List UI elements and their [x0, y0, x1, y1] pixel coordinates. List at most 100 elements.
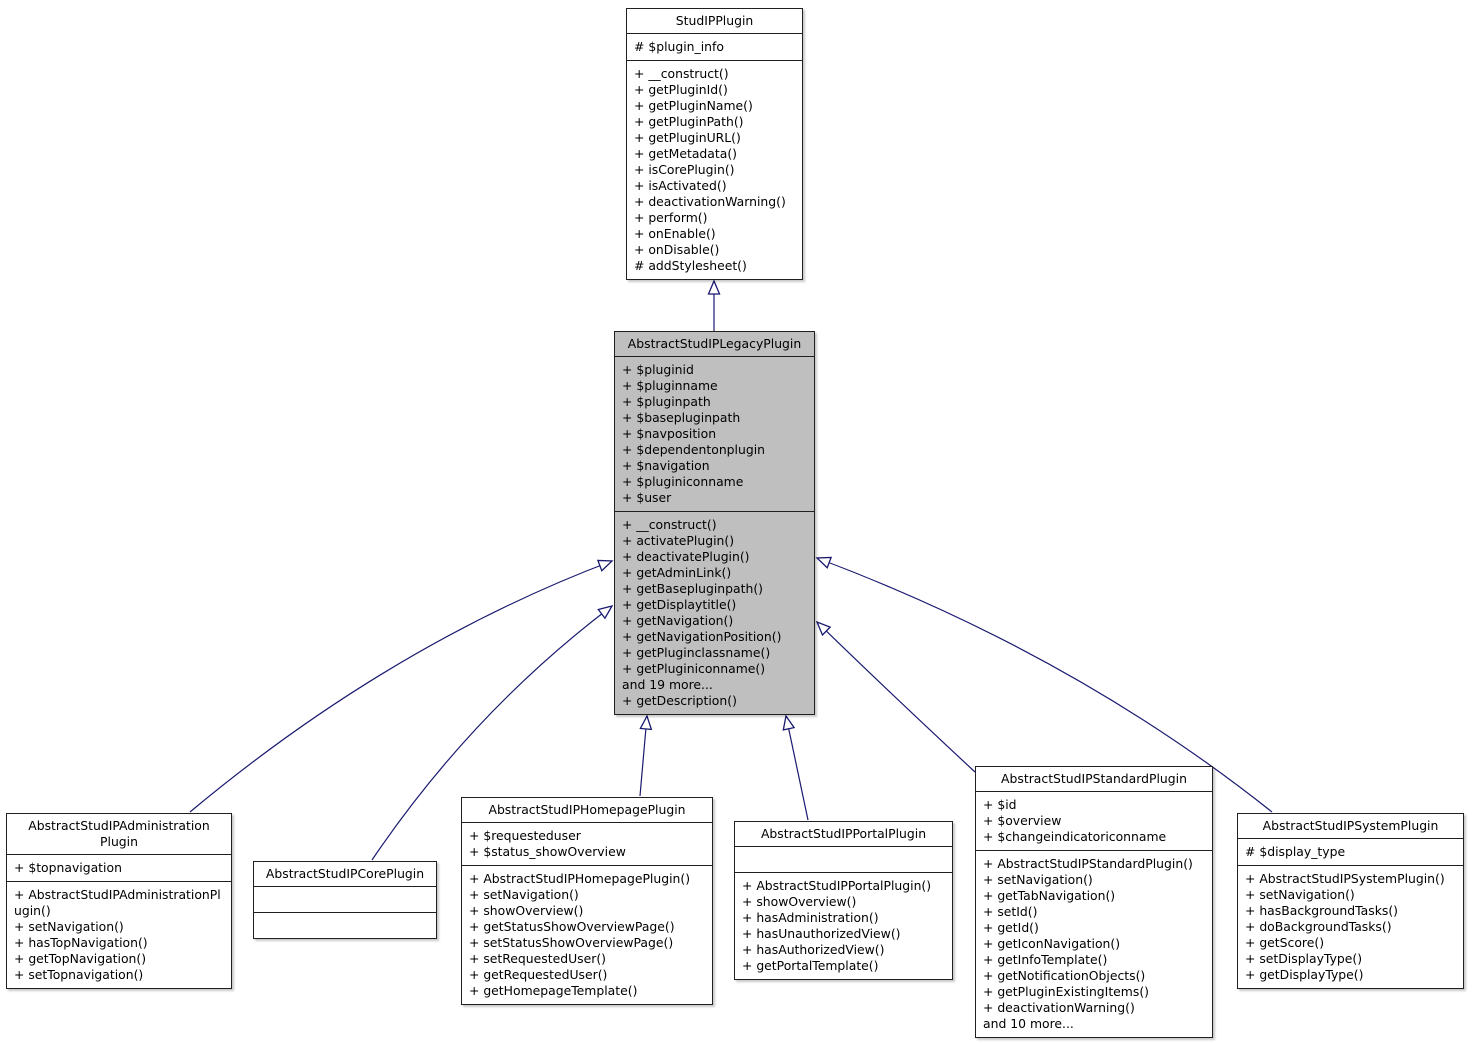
class-member: + getNotificationObjects(): [983, 968, 1146, 983]
class-abstract-studip-system-plugin[interactable]: AbstractStudIPSystemPlugin # $display_ty…: [1237, 813, 1464, 989]
methods-compartment: + __construct()+ activatePlugin()+ deact…: [615, 511, 814, 714]
class-member: + hasBackgroundTasks(): [1245, 903, 1399, 918]
class-member: + $overview: [983, 813, 1062, 828]
class-member: + getMetadata(): [634, 146, 738, 161]
attributes-compartment: + $requesteduser+ $status_showOverview: [462, 822, 712, 865]
class-member: + getScore(): [1245, 935, 1325, 950]
class-member: + hasUnauthorizedView(): [742, 926, 901, 941]
class-member: + $dependentonplugin: [622, 442, 765, 457]
class-member: + activatePlugin(): [622, 533, 735, 548]
class-member: + deactivationWarning(): [983, 1000, 1135, 1015]
attributes-compartment: [254, 886, 436, 912]
class-title: AbstractStudIPHomepagePlugin: [488, 802, 686, 817]
class-member: + $pluginiconname: [622, 474, 744, 489]
class-member: + setTopnavigation(): [14, 967, 144, 982]
inheritance-edge-homepage-to-legacy: [640, 716, 647, 797]
class-member: + hasAuthorizedView(): [742, 942, 885, 957]
class-member: + __construct(): [622, 517, 717, 532]
inheritance-edge-portal-to-legacy: [786, 716, 809, 821]
class-abstract-studip-legacy-plugin[interactable]: AbstractStudIPLegacyPlugin + $pluginid+ …: [614, 331, 815, 715]
class-title: AbstractStudIPAdministration Plugin: [28, 818, 210, 849]
class-member: + $pluginpath: [622, 394, 711, 409]
class-member: + getTabNavigation(): [983, 888, 1116, 903]
class-member: + showOverview(): [742, 894, 857, 909]
inheritance-edge-standard-to-legacy: [817, 622, 976, 773]
class-member: # $display_type: [1245, 844, 1346, 859]
class-abstract-studip-standard-plugin[interactable]: AbstractStudIPStandardPlugin + $id+ $ove…: [975, 766, 1213, 1038]
class-member: + setNavigation(): [1245, 887, 1355, 902]
class-member: + $id: [983, 797, 1017, 812]
class-member: + $pluginname: [622, 378, 718, 393]
methods-compartment: [254, 912, 436, 938]
class-abstract-studip-portal-plugin[interactable]: AbstractStudIPPortalPlugin + AbstractStu…: [734, 821, 953, 980]
class-member: + deactivationWarning(): [634, 194, 786, 209]
class-member: + $requesteduser: [469, 828, 581, 843]
attributes-compartment: # $display_type: [1238, 838, 1463, 865]
class-member: + getPluginiconname(): [622, 661, 766, 676]
class-member: + __construct(): [634, 66, 729, 81]
class-member: + setDisplayType(): [1245, 951, 1363, 966]
attributes-compartment: + $topnavigation: [7, 854, 231, 881]
attributes-compartment: + $pluginid+ $pluginname+ $pluginpath + $…: [615, 356, 814, 511]
class-member: + getNavigation(): [622, 613, 734, 628]
class-member: + getBasepluginpath(): [622, 581, 763, 596]
class-member: + setId(): [983, 904, 1038, 919]
class-member: + getDisplaytitle(): [622, 597, 737, 612]
class-member: + setNavigation(): [469, 887, 579, 902]
attributes-compartment: + $id+ $overview+ $changeindicatoriconna…: [976, 791, 1212, 850]
class-member: + $status_showOverview: [469, 844, 626, 859]
class-member: + hasTopNavigation(): [14, 935, 148, 950]
attributes-compartment: [735, 846, 952, 872]
class-member: + deactivatePlugin(): [622, 549, 750, 564]
class-abstract-studip-homepage-plugin[interactable]: AbstractStudIPHomepagePlugin + $requeste…: [461, 797, 713, 1005]
class-member: + $navposition: [622, 426, 717, 441]
class-member: + setNavigation(): [14, 919, 124, 934]
class-member: + getTopNavigation(): [14, 951, 147, 966]
class-member: + onDisable(): [634, 242, 720, 257]
class-member: + setStatusShowOverviewPage(): [469, 935, 674, 950]
class-member: + AbstractStudIPStandardPlugin(): [983, 856, 1193, 871]
class-member: + $changeindicatoriconname: [983, 829, 1167, 844]
class-member: + getDescription(): [622, 693, 737, 708]
class-member: # $plugin_info: [634, 39, 724, 54]
class-studip-plugin[interactable]: StudIPPlugin # $plugin_info + __construc…: [626, 8, 803, 280]
class-member: + getPluginPath(): [634, 114, 744, 129]
class-member: + isActivated(): [634, 178, 727, 193]
class-member: + getPluginExistingItems(): [983, 984, 1150, 999]
class-title: StudIPPlugin: [675, 13, 754, 28]
class-member: + isCorePlugin(): [634, 162, 735, 177]
class-title: AbstractStudIPCorePlugin: [265, 866, 425, 881]
class-member: + getPluginId(): [634, 82, 728, 97]
methods-compartment: + __construct()+ getPluginId()+ getPlugi…: [627, 60, 802, 279]
class-member: + hasAdministration(): [742, 910, 879, 925]
class-member: + getPluginName(): [634, 98, 753, 113]
class-member: + getDisplayType(): [1245, 967, 1364, 982]
class-abstract-studip-core-plugin[interactable]: AbstractStudIPCorePlugin: [253, 861, 437, 939]
class-member: + $pluginid: [622, 362, 694, 377]
class-member: + getRequestedUser(): [469, 967, 608, 982]
class-member: # addStylesheet(): [634, 258, 747, 273]
class-member: + getStatusShowOverviewPage(): [469, 919, 675, 934]
methods-compartment: + AbstractStudIPStandardPlugin()+ setNav…: [976, 850, 1212, 1037]
class-member: + AbstractStudIPSystemPlugin(): [1245, 871, 1445, 886]
class-member: + showOverview(): [469, 903, 584, 918]
class-member: + getPluginURL(): [634, 130, 741, 145]
class-member: + setNavigation(): [983, 872, 1093, 887]
methods-compartment: + AbstractStudIPAdministrationPlugin()+ …: [7, 881, 231, 988]
class-member: + AbstractStudIPPortalPlugin(): [742, 878, 932, 893]
methods-compartment: + AbstractStudIPHomepagePlugin()+ setNav…: [462, 865, 712, 1004]
class-member: + $topnavigation: [14, 860, 122, 875]
attributes-compartment: # $plugin_info: [627, 33, 802, 60]
class-member: + getAdminLink(): [622, 565, 732, 580]
class-member: + setRequestedUser(): [469, 951, 606, 966]
class-member: + doBackgroundTasks(): [1245, 919, 1392, 934]
class-member: + getPluginclassname(): [622, 645, 771, 660]
class-member: + getPortalTemplate(): [742, 958, 879, 973]
class-title: AbstractStudIPSystemPlugin: [1262, 818, 1439, 833]
class-member: + onEnable(): [634, 226, 716, 241]
class-member: and 10 more...: [983, 1016, 1074, 1031]
class-member: and 19 more...: [622, 677, 713, 692]
inheritance-edge-administration-to-legacy: [189, 561, 612, 813]
class-abstract-studip-administration-plugin[interactable]: AbstractStudIPAdministration Plugin + $t…: [6, 813, 232, 989]
methods-compartment: + AbstractStudIPSystemPlugin()+ setNavig…: [1238, 865, 1463, 988]
